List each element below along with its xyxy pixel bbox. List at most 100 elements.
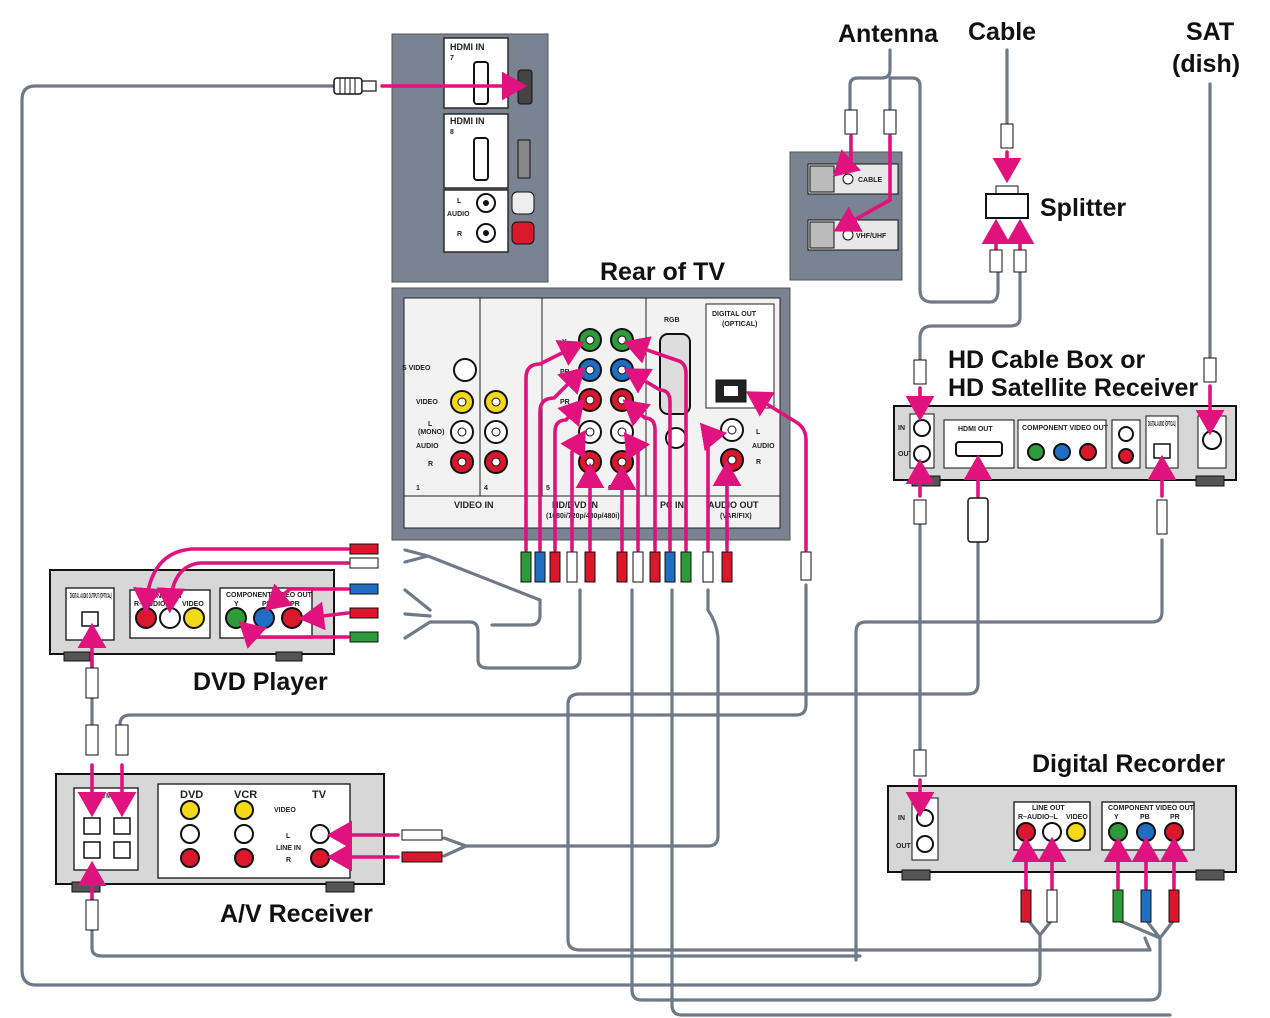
side-audio: AUDIO <box>447 211 470 218</box>
hd-out-label: OUT <box>898 451 914 458</box>
av-cables <box>77 724 443 931</box>
splitter <box>981 123 1035 273</box>
rear-of-tv-label: Rear of TV <box>600 258 725 286</box>
av-dvd-label: DVD <box>180 789 203 801</box>
rear-audio-out-label: AUDIO OUT <box>708 500 759 510</box>
tv-rear-panel: S VIDEO VIDEO L (MONO) AUDIO R Y PB PR <box>391 287 791 541</box>
av-r-label: R <box>286 857 291 864</box>
rear-optical-label: (OPTICAL) <box>722 321 757 328</box>
rear-pc-in-label: PC IN <box>660 500 684 510</box>
hd-digital-audio-label: DIGITAL AUDIO (OPTICAL) <box>1148 421 1176 428</box>
av-optical-3[interactable] <box>83 841 101 859</box>
dvd-line-out-label: LINE OUT <box>150 593 183 600</box>
rear-audio-out-audio: AUDIO <box>752 443 775 450</box>
rear-digital-out-label: DIGITAL OUT <box>712 311 757 318</box>
tv-antenna-panel: CABLE VHF/UHF <box>789 151 903 281</box>
hd-cable-box: IN OUT HDMI OUT COMPONENT VIDEO OUT DIGI… <box>893 405 1237 487</box>
antenna-vhf-label: VHF/UHF <box>856 233 887 240</box>
sat-label-line1: SAT <box>1186 18 1234 46</box>
hdmi-cable-top <box>333 71 528 101</box>
hd-rf-out[interactable] <box>913 445 931 463</box>
antenna-cable-label: CABLE <box>858 177 882 184</box>
rear-svideo-label: S VIDEO <box>402 365 431 372</box>
hd-box-label-line2: HD Satellite Receiver <box>948 374 1198 402</box>
hd-comp-label: COMPONENT VIDEO OUT <box>1022 425 1109 432</box>
digital-recorder: IN OUT LINE OUT R–AUDIO–L VIDEO COMPONEN… <box>887 785 1237 881</box>
av-l-label: L <box>286 833 291 840</box>
dvd-y: Y <box>234 601 239 608</box>
rec-r-audio-l: R–AUDIO–L <box>1018 814 1058 821</box>
hd-box-label-line1: HD Cable Box or <box>948 346 1146 374</box>
av-receiver-label: A/V Receiver <box>220 900 373 928</box>
tv-side-panel: HDMI IN 7 HDMI IN 8 L AUDIO R <box>391 33 549 283</box>
video-in-jacks[interactable] <box>450 390 508 474</box>
dvd-video-label: VIDEO <box>182 601 204 608</box>
rec-rf-in[interactable] <box>916 809 934 827</box>
rear-hd-dvd-res: (1080i/720p/480p/480i) <box>546 513 620 520</box>
antenna-connectors <box>832 109 897 232</box>
rear-audio-out-r: R <box>756 459 761 466</box>
dvd-optical-port[interactable] <box>81 611 99 627</box>
hd-hdmi-out-label: HDMI OUT <box>958 426 993 433</box>
tv-rear-plugs <box>520 336 812 583</box>
rec-y: Y <box>1114 814 1119 821</box>
rear-input4: 4 <box>484 485 488 492</box>
rear-r-label: R <box>428 461 433 468</box>
rear-video-label: VIDEO <box>416 399 438 406</box>
rec-pb: PB <box>1140 814 1150 821</box>
dvd-player-label: DVD Player <box>193 668 328 696</box>
rear-input1: 1 <box>416 485 420 492</box>
rec-line-out-label: LINE OUT <box>1032 805 1065 812</box>
av-digital-audio-label: DIGITAL AUDIO INPUT (OPTICAL) <box>82 793 132 800</box>
hdmi7-port[interactable] <box>473 61 489 105</box>
rear-mono-label: (MONO) <box>418 429 444 436</box>
hdmi8-port[interactable] <box>473 137 489 181</box>
rear-audio-out-l: L <box>756 429 761 436</box>
hd-optical-port[interactable] <box>1153 443 1171 459</box>
digital-recorder-label: Digital Recorder <box>1032 750 1225 778</box>
rec-out-label: OUT <box>896 843 912 850</box>
dvd-comp-label: COMPONENT VIDEO OUT <box>226 592 313 599</box>
hd-hdmi-port[interactable] <box>955 441 1003 457</box>
dvd-digital-audio-label: DIGITAL AUDIO OUTPUT (OPTICAL) <box>70 593 112 600</box>
hd-sat-in[interactable] <box>1202 430 1222 450</box>
rear-audio-label: AUDIO <box>416 443 439 450</box>
rear-y-label: Y <box>562 339 567 346</box>
hd-rf-in[interactable] <box>913 419 931 437</box>
rear-pb-label: PB <box>560 369 570 376</box>
av-optical-4[interactable] <box>113 841 131 859</box>
hdmi8-label: HDMI IN <box>450 116 485 126</box>
rec-video-label: VIDEO <box>1066 814 1088 821</box>
hdmi7-port-number: 7 <box>450 55 454 62</box>
splitter-label: Splitter <box>1040 194 1126 222</box>
rec-rf-out[interactable] <box>916 835 934 853</box>
sat-label-line2: (dish) <box>1172 50 1240 78</box>
recorder-cables <box>905 749 1189 923</box>
rec-comp-label: COMPONENT VIDEO OUT <box>1108 805 1195 812</box>
av-vcr-label: VCR <box>234 789 257 801</box>
rec-in-label: IN <box>898 815 905 822</box>
hd-in-label: IN <box>898 425 905 432</box>
av-line-in-label: LINE IN <box>276 845 301 852</box>
hd-box-cables <box>905 357 1225 543</box>
rear-video-in-label: VIDEO IN <box>454 500 494 510</box>
hdmi8-port-number: 8 <box>450 129 454 136</box>
rear-l-label: L <box>428 421 433 428</box>
av-optical-2[interactable] <box>113 817 131 835</box>
rear-input6: 6 <box>608 485 612 492</box>
av-optical-1[interactable] <box>83 817 101 835</box>
rear-input5: 5 <box>546 485 550 492</box>
side-audio-r: R <box>457 231 462 238</box>
cable-label: Cable <box>968 18 1036 46</box>
dvd-pr: PR <box>290 601 300 608</box>
rear-hd-dvd-in-label: HD/DVD IN <box>552 500 598 510</box>
av-receiver: DIGITAL AUDIO INPUT (OPTICAL) DVD VCR TV… <box>55 773 385 893</box>
av-tv-label: TV <box>312 789 327 801</box>
antenna-label: Antenna <box>838 20 939 48</box>
rear-pr-label: PR <box>560 399 570 406</box>
av-rca-jacks[interactable] <box>180 800 330 868</box>
av-video-label: VIDEO <box>274 807 296 814</box>
side-audio-l: L <box>457 198 462 205</box>
hdmi7-label: HDMI IN <box>450 42 485 52</box>
